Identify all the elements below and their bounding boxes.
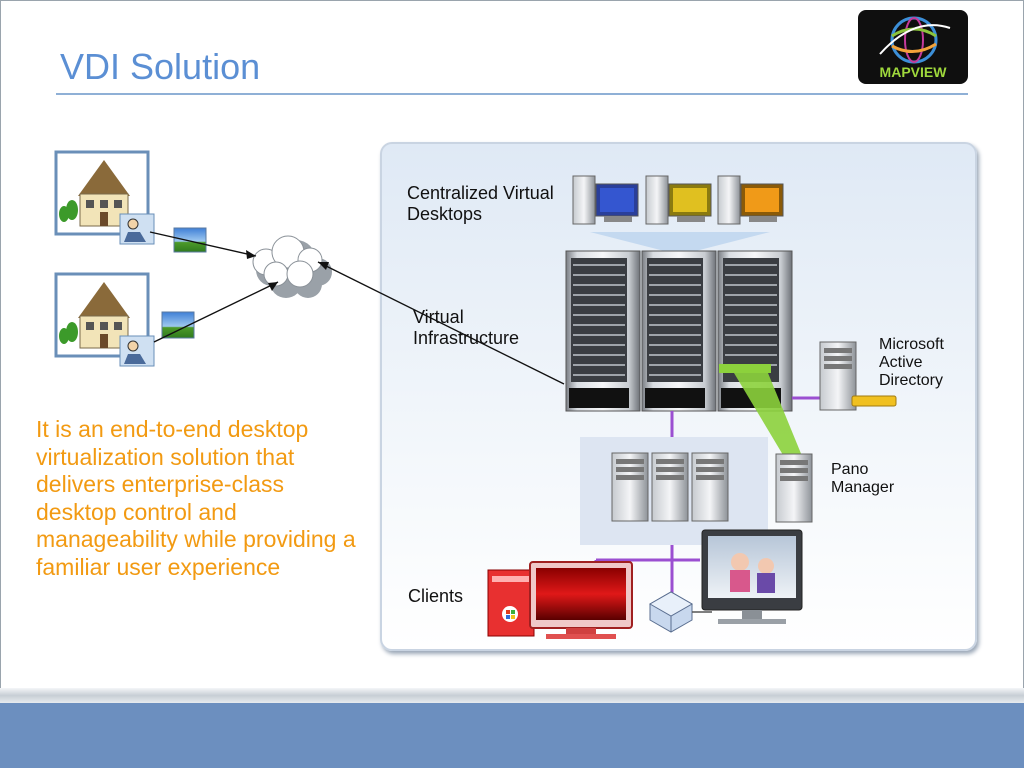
solution-description: It is an end-to-end desktop virtualizati… (36, 416, 356, 580)
thin-client-monitor (701, 529, 803, 624)
title-divider (56, 93, 968, 95)
network-connections (149, 231, 565, 385)
server-tower (651, 452, 689, 522)
server-rack-2 (641, 250, 717, 412)
connection-line (317, 261, 565, 385)
pano-link (734, 373, 802, 460)
cloud-icon (252, 235, 332, 298)
user-icon (119, 335, 155, 367)
virtual-desktop-1 (572, 175, 639, 225)
slide-title: VDI Solution (60, 46, 261, 87)
pano-manager-server (775, 453, 813, 523)
logo-text: MAPVIEW (880, 64, 948, 80)
server-tower (691, 452, 729, 522)
globe-logo-icon: MAPVIEW (858, 10, 968, 84)
pano-manager-label: Pano Manager (831, 461, 895, 496)
arrowheads (246, 250, 329, 291)
virtual-desktop-2 (645, 175, 712, 225)
active-directory-server (819, 341, 897, 411)
windows-desktop-icon (173, 227, 207, 253)
mapview-logo: MAPVIEW (858, 10, 968, 84)
active-directory-label: Microsoft Active Directory (879, 336, 944, 389)
virtualization-beam (590, 232, 770, 255)
virtual-infrastructure-label: Virtual Infrastructure (413, 307, 520, 348)
server-rack-1 (565, 250, 641, 412)
footer-divider (0, 688, 1024, 703)
footer-bar (0, 703, 1024, 768)
pc-client (487, 561, 633, 639)
server-tower (611, 452, 649, 522)
centralized-desktops-label: Centralized Virtual Desktops (407, 183, 554, 224)
pano-zero-client (648, 591, 694, 633)
connection-line (149, 231, 257, 257)
virtual-desktop-3 (717, 175, 784, 225)
connection-line (153, 281, 279, 343)
user-icon (119, 213, 155, 245)
server-rack-3 (717, 250, 793, 412)
clients-label: Clients (408, 586, 464, 606)
